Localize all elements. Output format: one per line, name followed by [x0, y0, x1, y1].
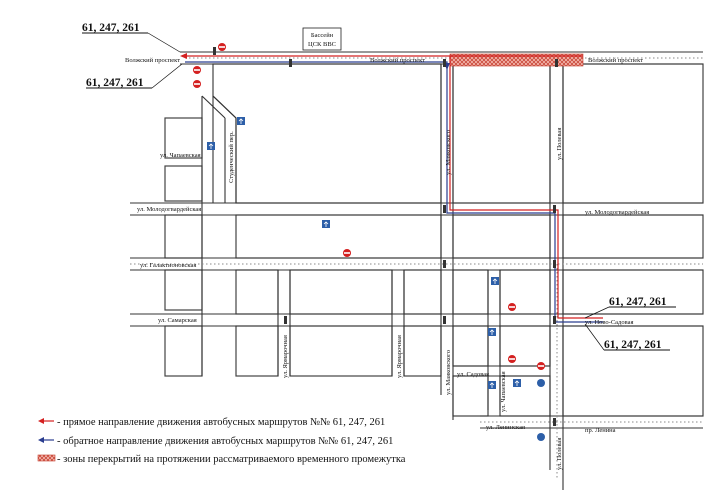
street-molodogvard-left: ул. Молодогвардейская: [137, 206, 201, 213]
street-samarskaya: ул. Самарская: [158, 317, 197, 324]
routes-label-right-bottom: 61, 247, 261: [604, 339, 662, 351]
minor-streets: [277, 270, 550, 410]
street-yarmarochnaya-2: ул. Ярмарочная: [396, 335, 403, 378]
traffic-light: [213, 47, 558, 426]
legend-reverse: - обратное направление движения автобусн…: [57, 436, 393, 447]
street-sadovaya: ул. Садовая: [457, 371, 489, 378]
no-entry-sign: [193, 43, 545, 370]
street-chapaevskaya-2: ул. Чапаевская: [500, 371, 507, 412]
street-yarmarochnaya-1: ул. Ярмарочная: [282, 335, 289, 378]
street-studencheskiy: Студенческий пер.: [228, 131, 235, 183]
street-polevaya-top: ул. Полевая: [556, 128, 563, 160]
street-molodogvard-right: ул. Молодогвардейская: [585, 209, 649, 216]
pool-label-line1: Бассейн: [311, 32, 334, 39]
routes-label-left: 61, 247, 261: [86, 77, 144, 89]
reverse-route: [185, 61, 603, 323]
street-volzhsky-mid: Волжский проспект: [370, 57, 425, 64]
bus-stop-sign: [207, 117, 545, 441]
forward-arrow-head: [180, 53, 187, 59]
pool-label-line2: ЦСК ВВС: [308, 41, 336, 48]
street-galaktionovskaya: ул. Галактионовская: [140, 262, 196, 269]
legend: - прямое направление движения автобусных…: [37, 417, 406, 465]
routes-label-right-top: 61, 247, 261: [609, 296, 667, 308]
routes-label-top: 61, 247, 261: [82, 22, 140, 34]
tram-lines: [130, 57, 703, 480]
street-volzhsky-right: Волжский проспект: [588, 57, 643, 64]
street-mayakovskogo-bottom: ул. Маяковского: [445, 350, 452, 395]
street-leninskaya: ул. Ленинская: [486, 424, 525, 431]
legend-forward: - прямое направление движения автобусных…: [57, 417, 385, 428]
street-polevaya-bottom: ул. Полевая: [556, 438, 563, 470]
street-novo-sadovaya: ул. Ново-Садовая: [585, 319, 633, 326]
street-edges: [130, 51, 703, 490]
street-mayakovskogo-top: ул. Маяковского: [445, 130, 452, 175]
legend-closure: - зоны перекрытий на протяжении рассматр…: [57, 454, 406, 465]
pool-box: [302, 27, 342, 51]
city-blocks: [164, 63, 704, 417]
street-volzhsky-left: Волжский проспект: [125, 57, 180, 64]
street-chapaevskaya: ул. Чапаевская: [160, 152, 201, 159]
street-lenina: пр. Ленина: [585, 427, 616, 434]
studencheskiy-lane: [201, 95, 237, 203]
